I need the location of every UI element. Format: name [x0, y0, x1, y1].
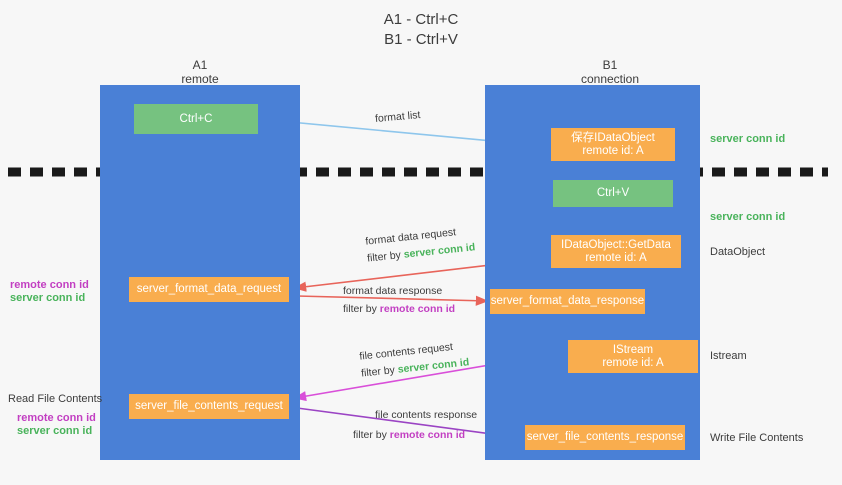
- edge-label-file-contents-response-value: remote conn id: [389, 429, 466, 441]
- node-server-file-contents-response[interactable]: server_file_contents_response: [525, 425, 685, 450]
- edge-label-format-list-text: format list: [374, 109, 421, 125]
- node-save-idataobject-label: 保存IDataObject: [571, 131, 655, 144]
- title-line-2: B1 - Ctrl+V: [384, 31, 458, 48]
- edge-label-format-data-response-prefix: filter by: [343, 303, 377, 315]
- edge-label-file-contents-response-prefix: filter by: [353, 429, 387, 441]
- column-a1-name: A1: [192, 58, 208, 72]
- node-server-file-contents-response-label: server_file_contents_response: [526, 431, 684, 443]
- edge-label-format-data-request: format data request filter by server con…: [365, 224, 476, 264]
- node-istream[interactable]: IStream remote id: A: [568, 340, 698, 373]
- edge-label-file-contents-request: file contents request filter by server c…: [359, 339, 470, 380]
- edge-label-format-data-request-prefix: filter by: [366, 249, 402, 265]
- node-istream-sublabel: remote id: A: [602, 356, 664, 369]
- node-server-format-data-request-label: server_format_data_request: [136, 283, 282, 295]
- side-label-istream: Istream: [710, 350, 747, 362]
- side-label-write-file-contents: Write File Contents: [710, 432, 804, 444]
- node-server-file-contents-request-label: server_file_contents_request: [135, 400, 283, 412]
- side-label-dataobject: DataObject: [710, 246, 766, 258]
- column-b1-name: B1: [602, 58, 618, 72]
- side-label-server-conn-id-2: server conn id: [17, 425, 93, 437]
- side-label-remote-conn-id-1: remote conn id: [10, 279, 89, 291]
- column-a1-sub: remote: [181, 72, 219, 86]
- node-save-idataobject[interactable]: 保存IDataObject remote id: A: [551, 128, 675, 161]
- node-ctrl-c[interactable]: Ctrl+C: [134, 104, 258, 134]
- column-b1-sub: connection: [580, 72, 640, 86]
- node-idataobject-getdata[interactable]: IDataObject::GetData remote id: A: [551, 235, 681, 268]
- node-istream-label: IStream: [612, 343, 654, 356]
- node-idataobject-getdata-sublabel: remote id: A: [585, 251, 647, 264]
- edge-label-file-contents-response-text: file contents response: [375, 409, 478, 421]
- column-header-b1: B1 connection: [540, 58, 680, 86]
- side-label-read-file-contents: Read File Contents: [8, 393, 103, 405]
- edge-label-file-contents-request-prefix: filter by: [360, 364, 396, 380]
- node-ctrl-v-label: Ctrl+V: [596, 187, 630, 199]
- node-idataobject-getdata-label: IDataObject::GetData: [561, 238, 671, 251]
- node-server-file-contents-request[interactable]: server_file_contents_request: [129, 394, 289, 419]
- page-title: A1 - Ctrl+C B1 - Ctrl+V: [0, 10, 842, 50]
- edge-label-format-data-response-value: remote conn id: [379, 303, 456, 315]
- column-header-a1: A1 remote: [130, 58, 270, 86]
- edge-label-file-contents-response: file contents response filter by remote …: [353, 409, 478, 441]
- node-save-idataobject-sublabel: remote id: A: [582, 144, 644, 157]
- side-label-server-conn-id-top: server conn id: [710, 133, 786, 145]
- node-server-format-data-response-label: server_format_data_response: [490, 295, 645, 307]
- title-line-1: A1 - Ctrl+C: [383, 11, 459, 28]
- edge-label-format-data-response: format data response filter by remote co…: [343, 285, 455, 315]
- node-server-format-data-response[interactable]: server_format_data_response: [490, 289, 645, 314]
- side-label-server-conn-id-1: server conn id: [10, 292, 86, 304]
- side-label-remote-conn-id-2: remote conn id: [17, 412, 96, 424]
- edge-label-file-contents-request-value: server conn id: [397, 356, 470, 376]
- side-label-server-conn-id-middle: server conn id: [710, 211, 786, 223]
- edge-label-format-data-request-value: server conn id: [403, 241, 476, 261]
- edge-label-format-data-response-text: format data response: [343, 285, 443, 297]
- node-ctrl-v[interactable]: Ctrl+V: [553, 180, 673, 207]
- edge-label-format-list: format list: [375, 109, 421, 125]
- node-ctrl-c-label: Ctrl+C: [179, 112, 213, 125]
- node-server-format-data-request[interactable]: server_format_data_request: [129, 277, 289, 302]
